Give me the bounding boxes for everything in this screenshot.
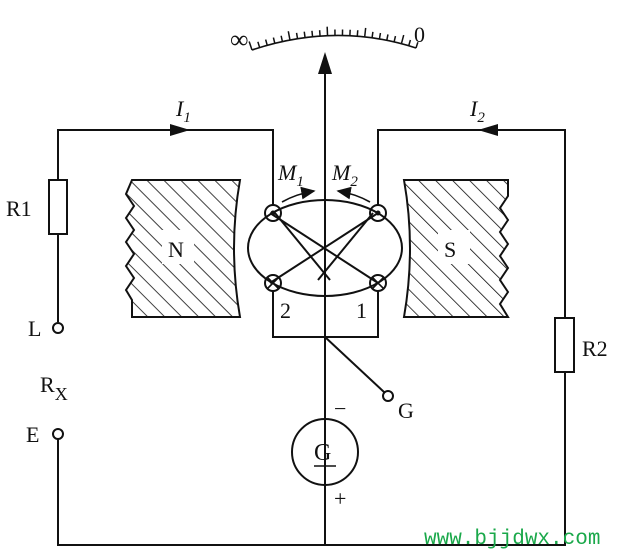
wire-i2 [377,129,566,318]
scale-zero-label: 0 [414,22,425,47]
scale-tick [400,34,405,44]
generator-icon [291,418,359,486]
scale-infinity-label: ∞ [230,25,249,54]
wire-bottom [57,372,566,546]
terminal-l-icon [52,322,64,334]
magnet-s-label: S [444,237,456,262]
scale-tick [280,35,284,42]
pointer-arrow-icon [318,52,332,74]
resistor-r2 [554,317,575,373]
torque-m1-arrow-icon [281,186,316,203]
current-i1-arrow-icon [170,124,190,136]
coil-1-out-icon [369,204,387,222]
meter-scale [248,26,419,51]
current-i1-label: I1 [175,96,191,126]
wire-guard [324,336,385,393]
terminal-e-icon [52,428,64,440]
scale-tick [264,39,268,46]
scale-tick [371,31,374,38]
scale-tick [257,41,261,48]
wire-i1 [57,129,274,205]
terminal-e-label: E [26,422,39,447]
magnet-n-label: N [168,237,184,262]
generator-minus-label: − [334,396,346,421]
resistor-r2-label: R2 [582,336,608,361]
scale-tick [378,32,382,40]
scale-tick [407,39,412,46]
current-i2-arrow-icon [478,124,498,136]
watermark: www.bjjdwx.com [424,528,600,551]
coil-1-label: 1 [356,298,367,323]
generator-plus-label: + [334,486,346,511]
coil-2-label: 2 [280,298,291,323]
current-i2-label: I2 [469,96,485,126]
torque-m2-arrow-icon [336,186,371,203]
scale-tick [363,27,367,38]
torque-m2-label: M2 [331,160,358,190]
generator-label: G [314,440,331,466]
coil-2-out-icon [264,204,282,222]
scale-tick [303,31,306,38]
scale-tick [287,31,291,41]
torque-m1-label: M1 [277,160,304,190]
scale-tick [415,42,419,49]
crossed-coils [247,199,403,297]
resistor-r1-label: R1 [6,196,32,221]
terminal-l-label: L [28,316,41,341]
rx-label: RX [40,372,68,404]
scale-tick [248,41,253,51]
scale-tick [295,32,299,39]
terminal-g-label: G [398,398,414,423]
scale-tick [272,37,276,44]
resistor-r1 [48,179,68,235]
scale-tick [386,34,389,41]
terminal-g-icon [382,390,394,402]
scale-tick [393,35,397,43]
scale-tick [311,30,314,37]
